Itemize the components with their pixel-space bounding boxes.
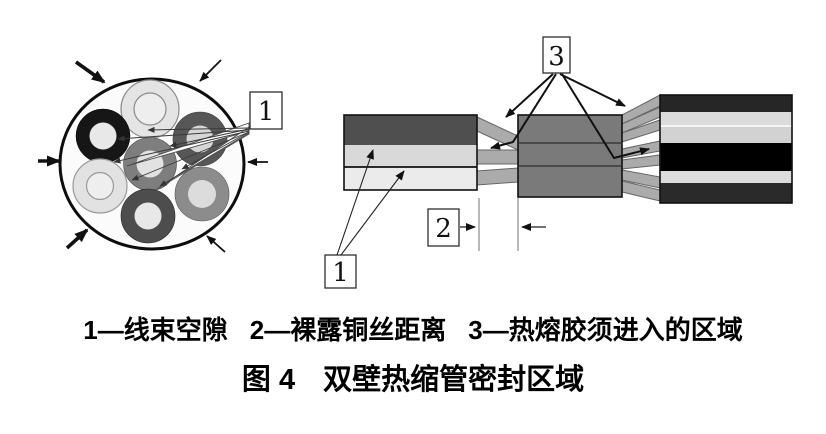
- wire-ring-mid-gray: [174, 166, 230, 222]
- arrow-bottom-left-icon: [65, 228, 89, 250]
- heat-shrink-diagram: 1: [38, 36, 793, 289]
- wire-core: [89, 122, 117, 150]
- figure-caption: 图 4 双壁热缩管密封区域: [0, 362, 826, 398]
- gap-pointer: [159, 132, 250, 187]
- legend-item-1: 1—线束空隙: [83, 315, 228, 345]
- arrow-top-left-icon: [74, 60, 106, 84]
- callout-1-right: 1: [324, 149, 405, 289]
- cable-band: [660, 171, 792, 183]
- wire-core: [188, 180, 216, 208]
- gap-pointer: [169, 128, 250, 148]
- callout-box: [249, 91, 283, 130]
- gap-pointer: [340, 170, 405, 256]
- arrow-bottom-right-icon: [206, 235, 226, 253]
- cable-band: [344, 167, 477, 190]
- callout-1-left: 1: [249, 91, 283, 130]
- callout-label: 1: [258, 97, 275, 127]
- figure-legend: 1—线束空隙 2—裸露铜丝距离 3—热熔胶须进入的区域: [0, 314, 826, 346]
- wire-strand: [476, 167, 519, 186]
- wire-core: [85, 171, 115, 201]
- figure-number: 图 4: [241, 364, 296, 396]
- heat-shrink-sleeve: [517, 114, 623, 198]
- wire-bundle-cross-section: 1: [38, 59, 283, 253]
- adhesive-pointer: [561, 73, 650, 160]
- adhesive-pointer: [559, 73, 626, 107]
- gap-pointer: [131, 131, 250, 181]
- wire-ring-black: [75, 108, 131, 164]
- callout-3: 3: [490, 36, 650, 160]
- gap-pointer: [181, 131, 250, 170]
- sleeve-body: [517, 114, 623, 198]
- legend-item-2: 2—裸露铜丝距离: [249, 315, 447, 345]
- cable-band: [660, 95, 792, 112]
- callout-2: 2: [427, 198, 546, 251]
- wire-core: [134, 202, 162, 230]
- adhesive-pointer: [490, 73, 557, 150]
- block-outline: [659, 94, 793, 204]
- gap-pointer: [117, 129, 250, 142]
- cable-band: [660, 143, 792, 171]
- gap-pointer: [113, 130, 250, 164]
- wire-core: [133, 92, 167, 126]
- callout-label: 2: [435, 214, 452, 244]
- pressure-arrows: [38, 59, 268, 253]
- right-cable-block: [659, 94, 793, 204]
- cable-band: [660, 126, 792, 143]
- arrow-top-right-icon: [199, 59, 222, 82]
- callout-box: [427, 208, 460, 247]
- wire-ring-bottom-dark: [120, 188, 176, 244]
- callout-box: [542, 36, 571, 74]
- adhesive-pointer: [505, 73, 554, 118]
- splice-side-view: 3 2 1: [324, 36, 793, 289]
- gap-callout-fan: [113, 122, 250, 190]
- gap-pointer: [147, 126, 250, 133]
- wire-strand: [476, 116, 519, 151]
- callout-box: [324, 254, 357, 289]
- wire-strands: [476, 94, 661, 202]
- gap-pointer: [336, 149, 374, 256]
- wire-ring-left-light: [72, 158, 128, 214]
- callout-label: 3: [548, 42, 565, 72]
- cable-band: [344, 145, 477, 167]
- fan-wedge: [156, 126, 250, 190]
- cable-band: [344, 115, 477, 145]
- figure-title: 双壁热缩管密封区域: [323, 364, 585, 396]
- left-cable-block: [343, 114, 478, 191]
- cable-band: [660, 112, 792, 126]
- wire-strand: [476, 149, 519, 165]
- callout-label: 1: [332, 258, 349, 288]
- block-outline: [343, 114, 478, 191]
- wire-ring-top-light: [120, 79, 180, 139]
- cable-band: [660, 183, 792, 203]
- legend-item-3: 3—热熔胶须进入的区域: [468, 315, 743, 345]
